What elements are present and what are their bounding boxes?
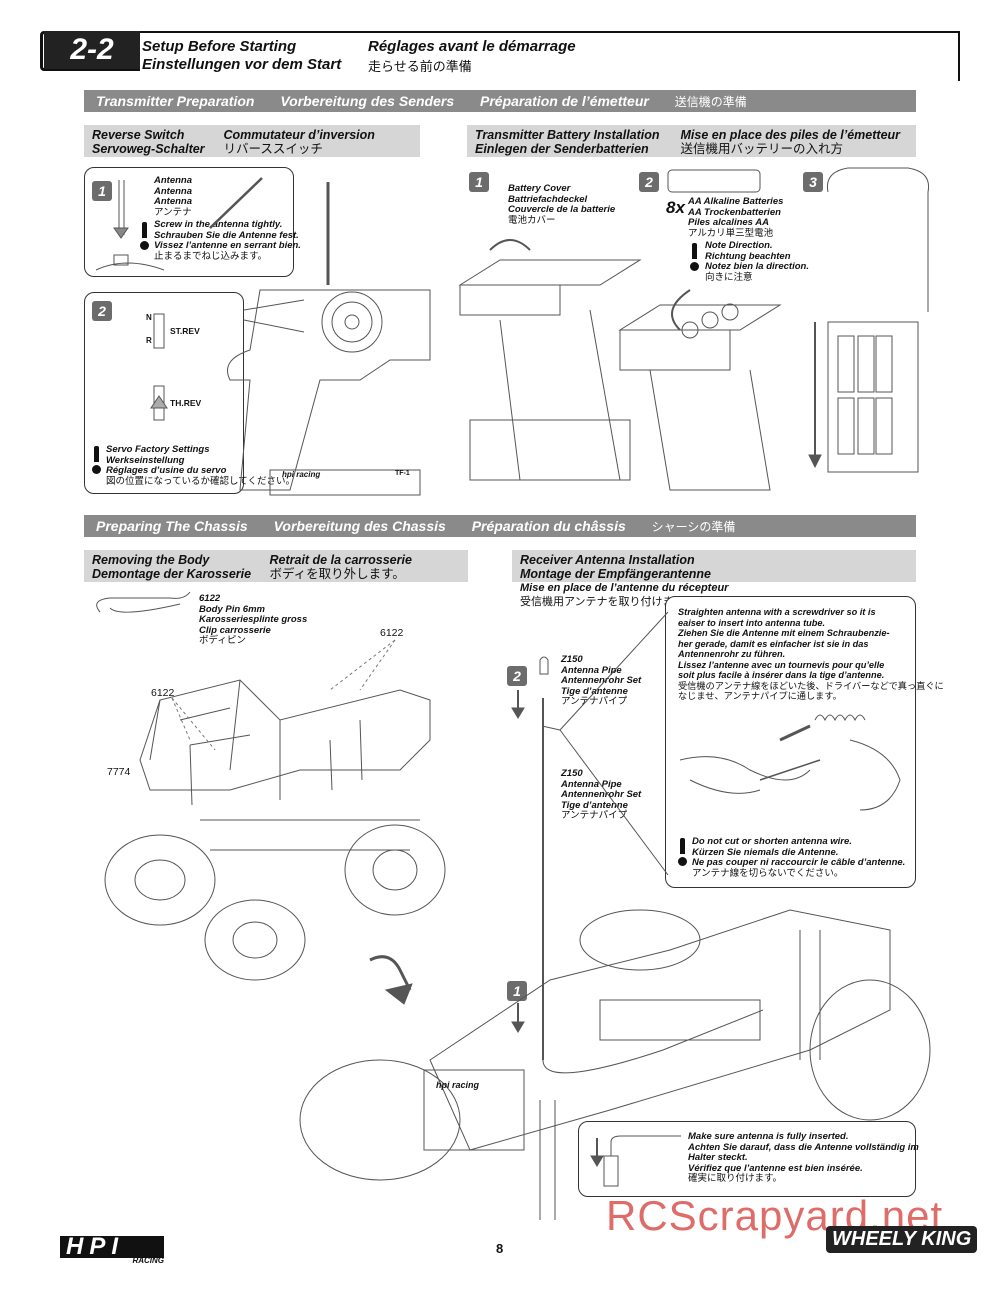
step-1-badge: 1: [507, 981, 527, 1001]
transmitter-section-bar: Transmitter Preparation Vorbereitung des…: [84, 90, 916, 112]
step-2-badge: 2: [507, 666, 527, 686]
antenna-pipe-label-top: Z150 Antenna Pipe Antennenrohr Set Tige …: [561, 654, 642, 707]
heading-fr: Retrait de la carrosserie: [269, 553, 412, 567]
step-2-badge: 2: [639, 172, 659, 192]
heading-jp: リバーススイッチ: [223, 142, 323, 156]
heading-de: Demontage der Karosserie: [92, 567, 252, 581]
direction-warning: Note Direction. Richtung beachten Notez …: [705, 240, 809, 283]
wheely-king-logo: WHEELY KING: [826, 1226, 978, 1253]
hpi-logo-sub: RACING: [132, 1256, 164, 1265]
battery-cover-label: Battery Cover Battriefachdeckel Couvercl…: [508, 183, 616, 226]
heading-en: Transmitter Battery Installation: [475, 128, 660, 142]
callout-6122-left: 6122: [151, 687, 175, 699]
straighten-instructions: Straighten antenna with a screwdriver so…: [678, 607, 944, 701]
warning-icon: [688, 243, 702, 271]
chassis-logo: hpi racing: [436, 1080, 480, 1090]
heading-en: Reverse Switch: [92, 128, 185, 142]
step-number: 2-2: [44, 31, 140, 69]
title-jp: 走らせる前の準備: [368, 59, 472, 74]
battery-quantity: 8x: [666, 198, 685, 217]
title-en: Setup Before Starting: [142, 38, 297, 55]
heading-fr: Commutateur d’inversion: [223, 128, 375, 142]
body-removal-heading: Removing the Body Demontage der Karosser…: [84, 550, 468, 582]
antenna-label: Antenna Antenna Antenna アンテナ: [154, 175, 192, 218]
step-1-badge: 1: [92, 181, 112, 201]
body-pin-label: 6122 Body Pin 6mm Karosseriesplinte gros…: [199, 593, 308, 646]
switch-letter-r: R: [146, 336, 152, 345]
bar-jp: 送信機の準備: [674, 95, 747, 109]
bar-en: Transmitter Preparation: [96, 93, 255, 109]
insert-note: Make sure antenna is fully inserted. Ach…: [688, 1131, 919, 1184]
page-number: 8: [496, 1241, 504, 1256]
down-arrow: [369, 955, 412, 991]
warning-icon: [676, 838, 690, 866]
bar-jp: シャーシの準備: [651, 520, 736, 534]
step-2-badge: 2: [92, 301, 112, 321]
truck-body-illustration: [104, 679, 446, 981]
title-fr: Réglages avant le démarrage: [368, 38, 576, 55]
heading-jp: 受信機用アンテナを取り付けます。: [520, 596, 695, 608]
receiver-antenna-heading: Receiver Antenna Installation Montage de…: [512, 550, 916, 608]
heading-jp: ボディを取り外します。: [269, 567, 405, 581]
heading-de: Servoweg-Schalter: [92, 142, 205, 156]
title-de: Einstellungen vor dem Start: [142, 56, 342, 73]
callout-6122-right: 6122: [380, 627, 404, 639]
battery-cover-illustration: [458, 239, 642, 481]
reverse-switch-heading: Reverse Switch Servoweg-Schalter Commuta…: [84, 125, 420, 157]
header-right-rule: [958, 31, 960, 81]
model-label: TF-1: [395, 470, 410, 477]
bar-en: Preparing The Chassis: [96, 518, 248, 534]
antenna-pipe-label-bottom: Z150 Antenna Pipe Antennenrohr Set Tige …: [561, 768, 642, 821]
bar-de: Vorbereitung des Chassis: [273, 518, 446, 534]
warning-icon: [90, 446, 104, 474]
heading-jp: 送信機用バッテリーの入れ方: [680, 142, 843, 156]
warning-icon: [138, 222, 152, 250]
cut-warning: Do not cut or shorten antenna wire. Kürz…: [692, 836, 906, 879]
heading-en: Removing the Body: [92, 553, 210, 567]
hpi-logo-text: HPI: [60, 1235, 164, 1259]
heading-en: Receiver Antenna Installation: [520, 553, 695, 567]
heading-de: Einlegen der Senderbatterien: [475, 142, 649, 156]
switch-letter-n: N: [146, 313, 152, 322]
step-1-badge: 1: [469, 172, 489, 192]
bar-fr: Préparation du châssis: [471, 518, 626, 534]
battery-label: AA Alkaline Batteries AA Trockenbatterie…: [688, 196, 784, 239]
battery-heading: Transmitter Battery Installation Einlege…: [467, 125, 916, 157]
callout-7774: 7774: [107, 766, 131, 778]
bar-fr: Préparation de l’émetteur: [480, 93, 649, 109]
servo-warning: Servo Factory Settings Werkseinstellung …: [106, 444, 295, 487]
chassis-section-bar: Preparing The Chassis Vorbereitung des C…: [84, 515, 916, 537]
th-rev-label: TH.REV: [170, 398, 202, 408]
antenna-warning: Screw in the antenna tightly. Schrauben …: [154, 219, 301, 262]
hpi-logo: HPI RACING: [60, 1235, 164, 1265]
battery-tray-illustration: [808, 167, 930, 473]
body-pin-illustration: [96, 591, 191, 613]
heading-fr: Mise en place de l’antenne du récepteur: [520, 582, 729, 594]
st-rev-label: ST.REV: [170, 326, 200, 336]
bar-de: Vorbereitung des Senders: [280, 93, 455, 109]
step-3-badge: 3: [803, 172, 823, 192]
heading-de: Montage der Empfängerantenne: [520, 567, 711, 581]
header-rule: [140, 31, 960, 33]
brand-label: hpi racing: [282, 470, 321, 479]
heading-fr: Mise en place des piles de l’émetteur: [680, 128, 901, 142]
